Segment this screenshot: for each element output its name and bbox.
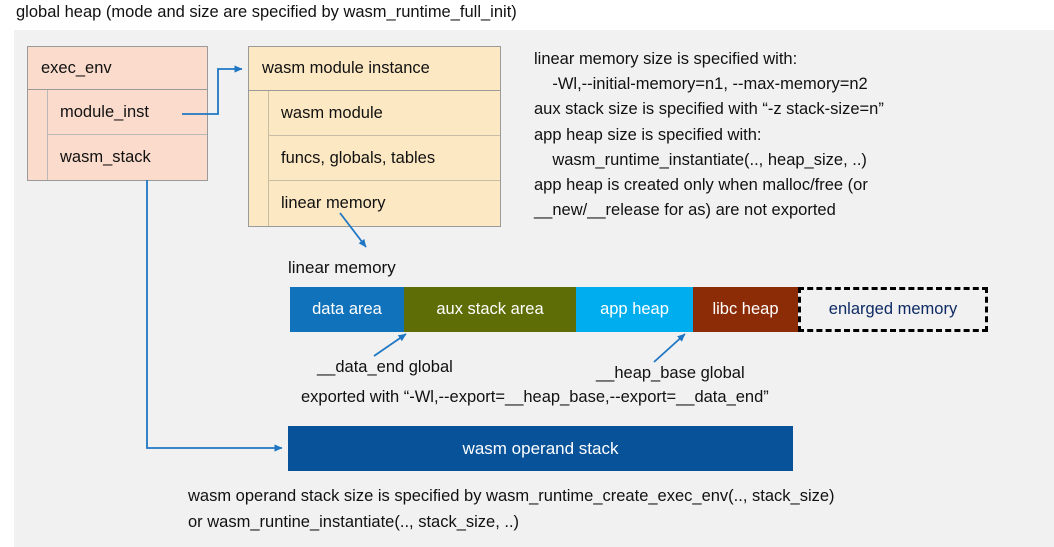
exec-env-row-module-inst: module_inst xyxy=(48,90,207,135)
wasm-module-instance-header: wasm module instance xyxy=(248,46,501,91)
operand-stack-notes: wasm operand stack size is specified by … xyxy=(188,487,835,531)
annotation-data-end: __data_end global xyxy=(317,358,453,376)
exec-env-row-wasm-stack: wasm_stack xyxy=(60,148,151,166)
page-title: global heap (mode and size are specified… xyxy=(16,3,517,21)
module-row-linear-memory: linear memory xyxy=(281,194,386,212)
module-row-funcs-globals-tables: funcs, globals, tables xyxy=(269,136,500,181)
wasm-module-instance-box: wasm module instance wasm module funcs, … xyxy=(248,46,501,227)
segment-app-heap: app heap xyxy=(576,287,693,332)
linear-memory-label: linear memory xyxy=(288,258,396,277)
linear-memory-bar: data area aux stack area app heap libc h… xyxy=(290,287,988,332)
wasm-module-instance-body: wasm module funcs, globals, tables linea… xyxy=(248,91,501,227)
linear-memory-notes: linear memory size is specified with: -W… xyxy=(534,50,884,220)
annotation-heap-base: __heap_base global xyxy=(596,364,745,382)
exec-env-header: exec_env xyxy=(27,46,208,90)
wasm-operand-stack-box: wasm operand stack xyxy=(288,426,793,471)
annotation-exported-with: exported with “-Wl,--export=__heap_base,… xyxy=(301,388,769,406)
exec-env-gutter xyxy=(28,90,48,180)
segment-enlarged-memory: enlarged memory xyxy=(798,287,988,332)
wasm-module-instance-gutter xyxy=(249,91,269,226)
segment-data-area: data area xyxy=(290,287,404,332)
exec-env-body: module_inst wasm_stack xyxy=(27,90,208,181)
segment-libc-heap: libc heap xyxy=(693,287,798,332)
segment-aux-stack-area: aux stack area xyxy=(404,287,576,332)
module-row-wasm-module: wasm module xyxy=(269,91,500,136)
exec-env-box: exec_env module_inst wasm_stack xyxy=(27,46,208,181)
